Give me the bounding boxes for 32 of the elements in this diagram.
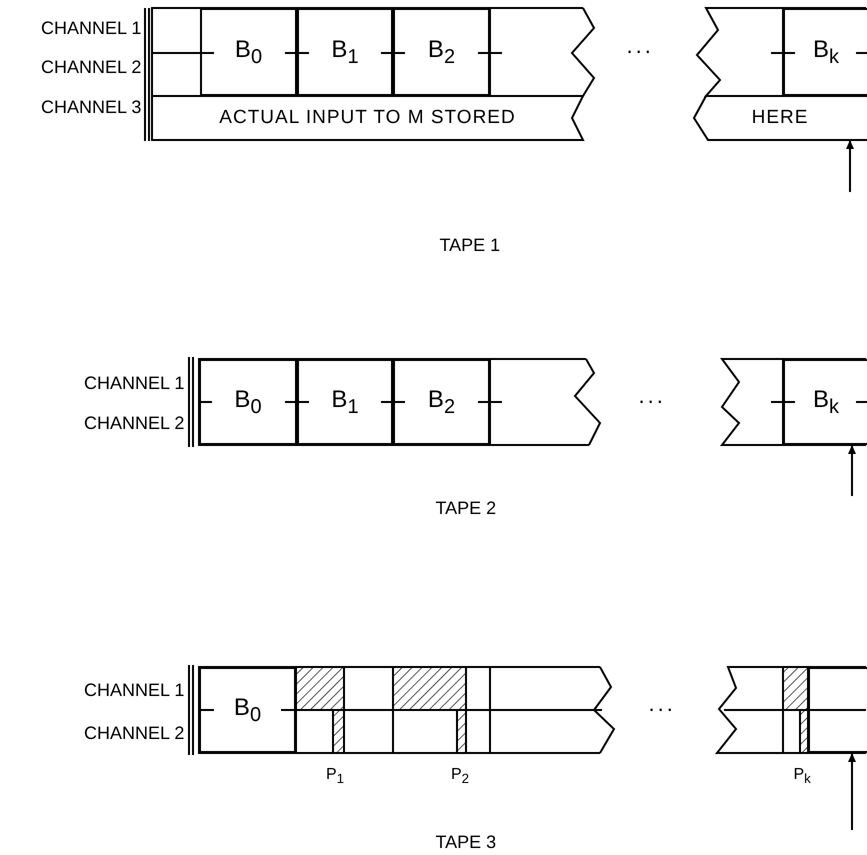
bit-label: P$_{k}$ bbox=[794, 765, 811, 788]
channel-label: CHANNEL 2 bbox=[84, 723, 184, 743]
tape-cell bbox=[808, 667, 867, 753]
ellipsis: ... bbox=[648, 694, 676, 714]
channel-label: CHANNEL 1 bbox=[84, 680, 184, 700]
channel-label: CHANNEL 1 bbox=[84, 373, 184, 393]
channel-label: CHANNEL 2 bbox=[84, 413, 184, 433]
tape-cell bbox=[200, 8, 297, 96]
tape-cell bbox=[783, 359, 867, 445]
tape-label: TAPE 3 bbox=[436, 832, 496, 852]
channel-label: CHANNEL 3 bbox=[41, 97, 142, 117]
tape-cell bbox=[393, 8, 490, 96]
tape-label: TAPE 2 bbox=[436, 498, 496, 518]
bit-label: P$_{2}$ bbox=[451, 765, 470, 788]
arrow bbox=[848, 753, 856, 830]
tape-cell bbox=[199, 667, 296, 753]
tape-cell bbox=[297, 8, 393, 96]
tape-label: TAPE 1 bbox=[440, 235, 500, 255]
tape-cell bbox=[199, 359, 297, 445]
ellipsis: ... bbox=[638, 386, 666, 406]
tape-cell bbox=[783, 8, 867, 96]
channel-label: CHANNEL 1 bbox=[41, 18, 142, 38]
tape-channel-band bbox=[694, 96, 866, 140]
tape-cell bbox=[393, 359, 490, 445]
bit-label: P$_{1}$ bbox=[326, 765, 344, 788]
band-text: ACTUAL INPUT TO M STORED bbox=[219, 107, 516, 129]
tape-cell bbox=[297, 359, 393, 445]
channel-label: CHANNEL 2 bbox=[41, 57, 142, 77]
ellipsis: ... bbox=[626, 36, 654, 56]
arrow bbox=[848, 445, 856, 496]
band-text: HERE bbox=[752, 107, 808, 129]
arrow bbox=[846, 140, 854, 192]
